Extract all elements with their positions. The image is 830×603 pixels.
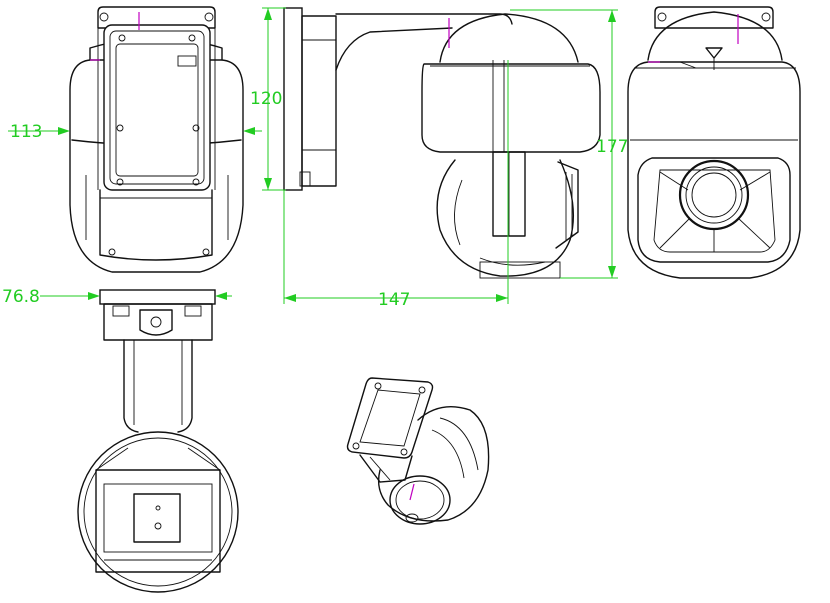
dim-height-bracket: 120 [250, 7, 286, 191]
dim-label-120: 120 [250, 89, 282, 109]
dim-label-147: 147 [378, 290, 410, 310]
dim-depth-total: 147 [283, 60, 509, 310]
front-view [627, 6, 801, 279]
rear-view [69, 6, 244, 273]
dim-width-front: 113 [8, 122, 262, 142]
dim-width-mount: 76.8 [2, 287, 232, 307]
isometric-view [346, 377, 490, 525]
side-view [283, 7, 601, 279]
bottom-view [77, 289, 239, 593]
dim-label-76-8: 76.8 [2, 287, 40, 307]
dim-label-113: 113 [10, 122, 42, 142]
dim-height-total: 177 [510, 9, 628, 279]
dim-label-177: 177 [596, 137, 628, 157]
